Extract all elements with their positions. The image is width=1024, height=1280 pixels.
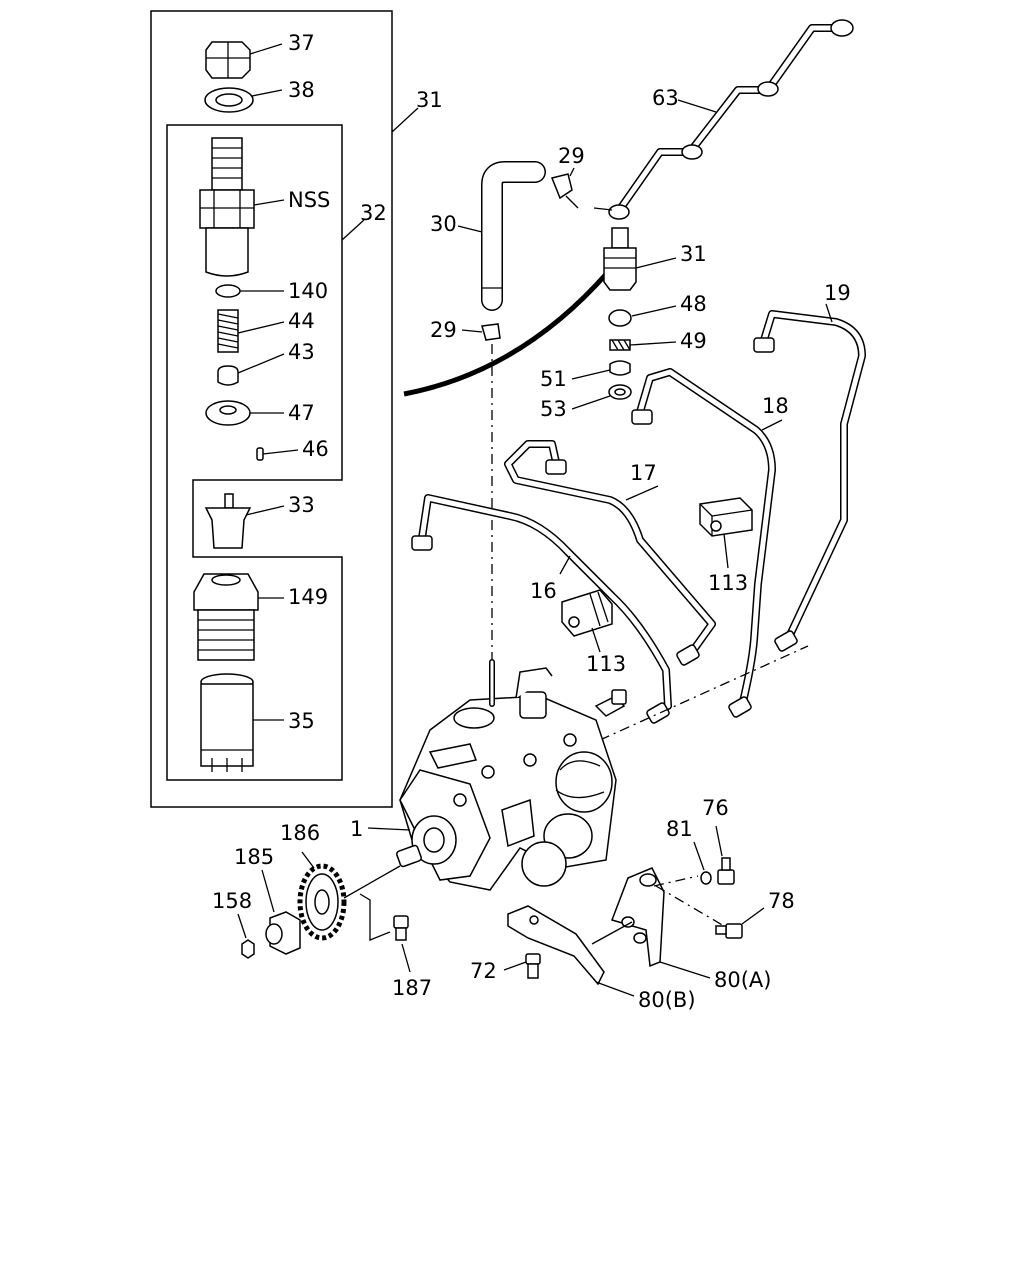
label-29-upper: 29	[558, 144, 585, 168]
part-53-washer-icon	[608, 384, 632, 400]
part-80a-bracket-icon	[611, 867, 711, 979]
injection-pipes	[411, 303, 866, 741]
part-80b-bracket-icon	[507, 905, 635, 997]
part-185-hub-icon	[261, 869, 301, 955]
part-31-injector-icon	[603, 227, 677, 291]
part-140-washer-icon	[215, 284, 241, 298]
part-76-bolt-icon	[715, 825, 735, 885]
label-53: 53	[540, 397, 567, 421]
part-186-gear-icon	[297, 851, 347, 941]
label-186: 186	[280, 821, 320, 845]
part-78-bolt-icon	[715, 907, 765, 939]
part-81-washer-icon	[693, 841, 712, 885]
label-49: 49	[680, 329, 707, 353]
injector-kit-frames	[150, 10, 419, 808]
part-1-injection-pump-icon	[367, 659, 627, 891]
label-19: 19	[824, 281, 851, 305]
label-78: 78	[768, 889, 795, 913]
part-51-seal-icon	[609, 360, 631, 376]
label-47: 47	[288, 401, 315, 425]
label-51: 51	[540, 367, 567, 391]
part-63-leak-off-pipe-icon	[593, 19, 854, 220]
part-47-distance-piece-icon	[205, 400, 251, 426]
part-29-clip-upper-icon	[550, 167, 579, 209]
part-158-nut-icon	[237, 913, 255, 959]
injector-parts	[193, 41, 264, 772]
label-1: 1	[350, 817, 363, 841]
part-44-spring-icon	[217, 309, 239, 353]
part-30-hose-icon	[457, 161, 546, 311]
part-nss-nozzle-holder-icon	[199, 137, 255, 277]
label-37: 37	[288, 31, 315, 55]
label-18: 18	[762, 394, 789, 418]
part-35-sleeve-icon	[200, 673, 254, 772]
label-76: 76	[702, 796, 729, 820]
gear-alignment-line	[343, 865, 401, 941]
part-46-pin-icon	[256, 447, 264, 461]
part-29-clip-lower-icon	[461, 323, 501, 341]
part-labels: 37 38 31 NSS 32 140 44 43 47 46 33 149 3…	[212, 31, 851, 1012]
label-43: 43	[288, 340, 315, 364]
label-30: 30	[430, 212, 457, 236]
part-37-nut-icon	[205, 41, 251, 79]
label-149: 149	[288, 585, 328, 609]
label-158: 158	[212, 889, 252, 913]
label-44: 44	[288, 309, 315, 333]
part-49-spring-icon	[609, 339, 677, 351]
cutaway-arc	[403, 270, 610, 397]
label-16: 16	[530, 579, 557, 603]
injector-seals	[571, 305, 677, 410]
label-113-lower: 113	[586, 652, 626, 676]
part-113-clamp-upper-icon	[699, 497, 753, 569]
part-187-bolt-icon	[393, 915, 411, 973]
part-72-bolt-icon	[503, 953, 541, 979]
label-187: 187	[392, 976, 432, 1000]
label-63: 63	[652, 86, 679, 110]
label-31-injector: 31	[680, 242, 707, 266]
label-140: 140	[288, 279, 328, 303]
part-38-washer-icon	[204, 87, 254, 113]
label-48: 48	[680, 292, 707, 316]
part-19-injection-pipe-icon	[753, 310, 866, 652]
part-16-injection-pipe-icon	[411, 494, 672, 724]
part-33-nozzle-icon	[204, 493, 252, 549]
label-32: 32	[360, 201, 387, 225]
part-113-clamp-lower-icon	[561, 589, 613, 653]
label-72: 72	[470, 959, 497, 983]
part-43-shim-icon	[217, 365, 239, 386]
bracket-alignment-lines	[653, 875, 725, 927]
label-33: 33	[288, 493, 315, 517]
label-113-upper: 113	[708, 571, 748, 595]
label-35: 35	[288, 709, 315, 733]
part-17-injection-pipe-icon	[504, 440, 716, 666]
injector-leaders	[237, 43, 299, 721]
label-80a: 80(A)	[714, 968, 771, 992]
label-31-kit: 31	[416, 88, 443, 112]
label-81: 81	[666, 817, 693, 841]
part-48-gasket-icon	[608, 309, 632, 327]
label-38: 38	[288, 78, 315, 102]
label-nss: NSS	[288, 188, 330, 212]
label-46: 46	[302, 437, 329, 461]
part-18-injection-pipe-icon	[631, 368, 776, 718]
part-149-retaining-nut-icon	[193, 573, 259, 661]
label-29-lower: 29	[430, 318, 457, 342]
label-17: 17	[630, 461, 657, 485]
label-80b: 80(B)	[638, 988, 696, 1012]
label-185: 185	[234, 845, 274, 869]
